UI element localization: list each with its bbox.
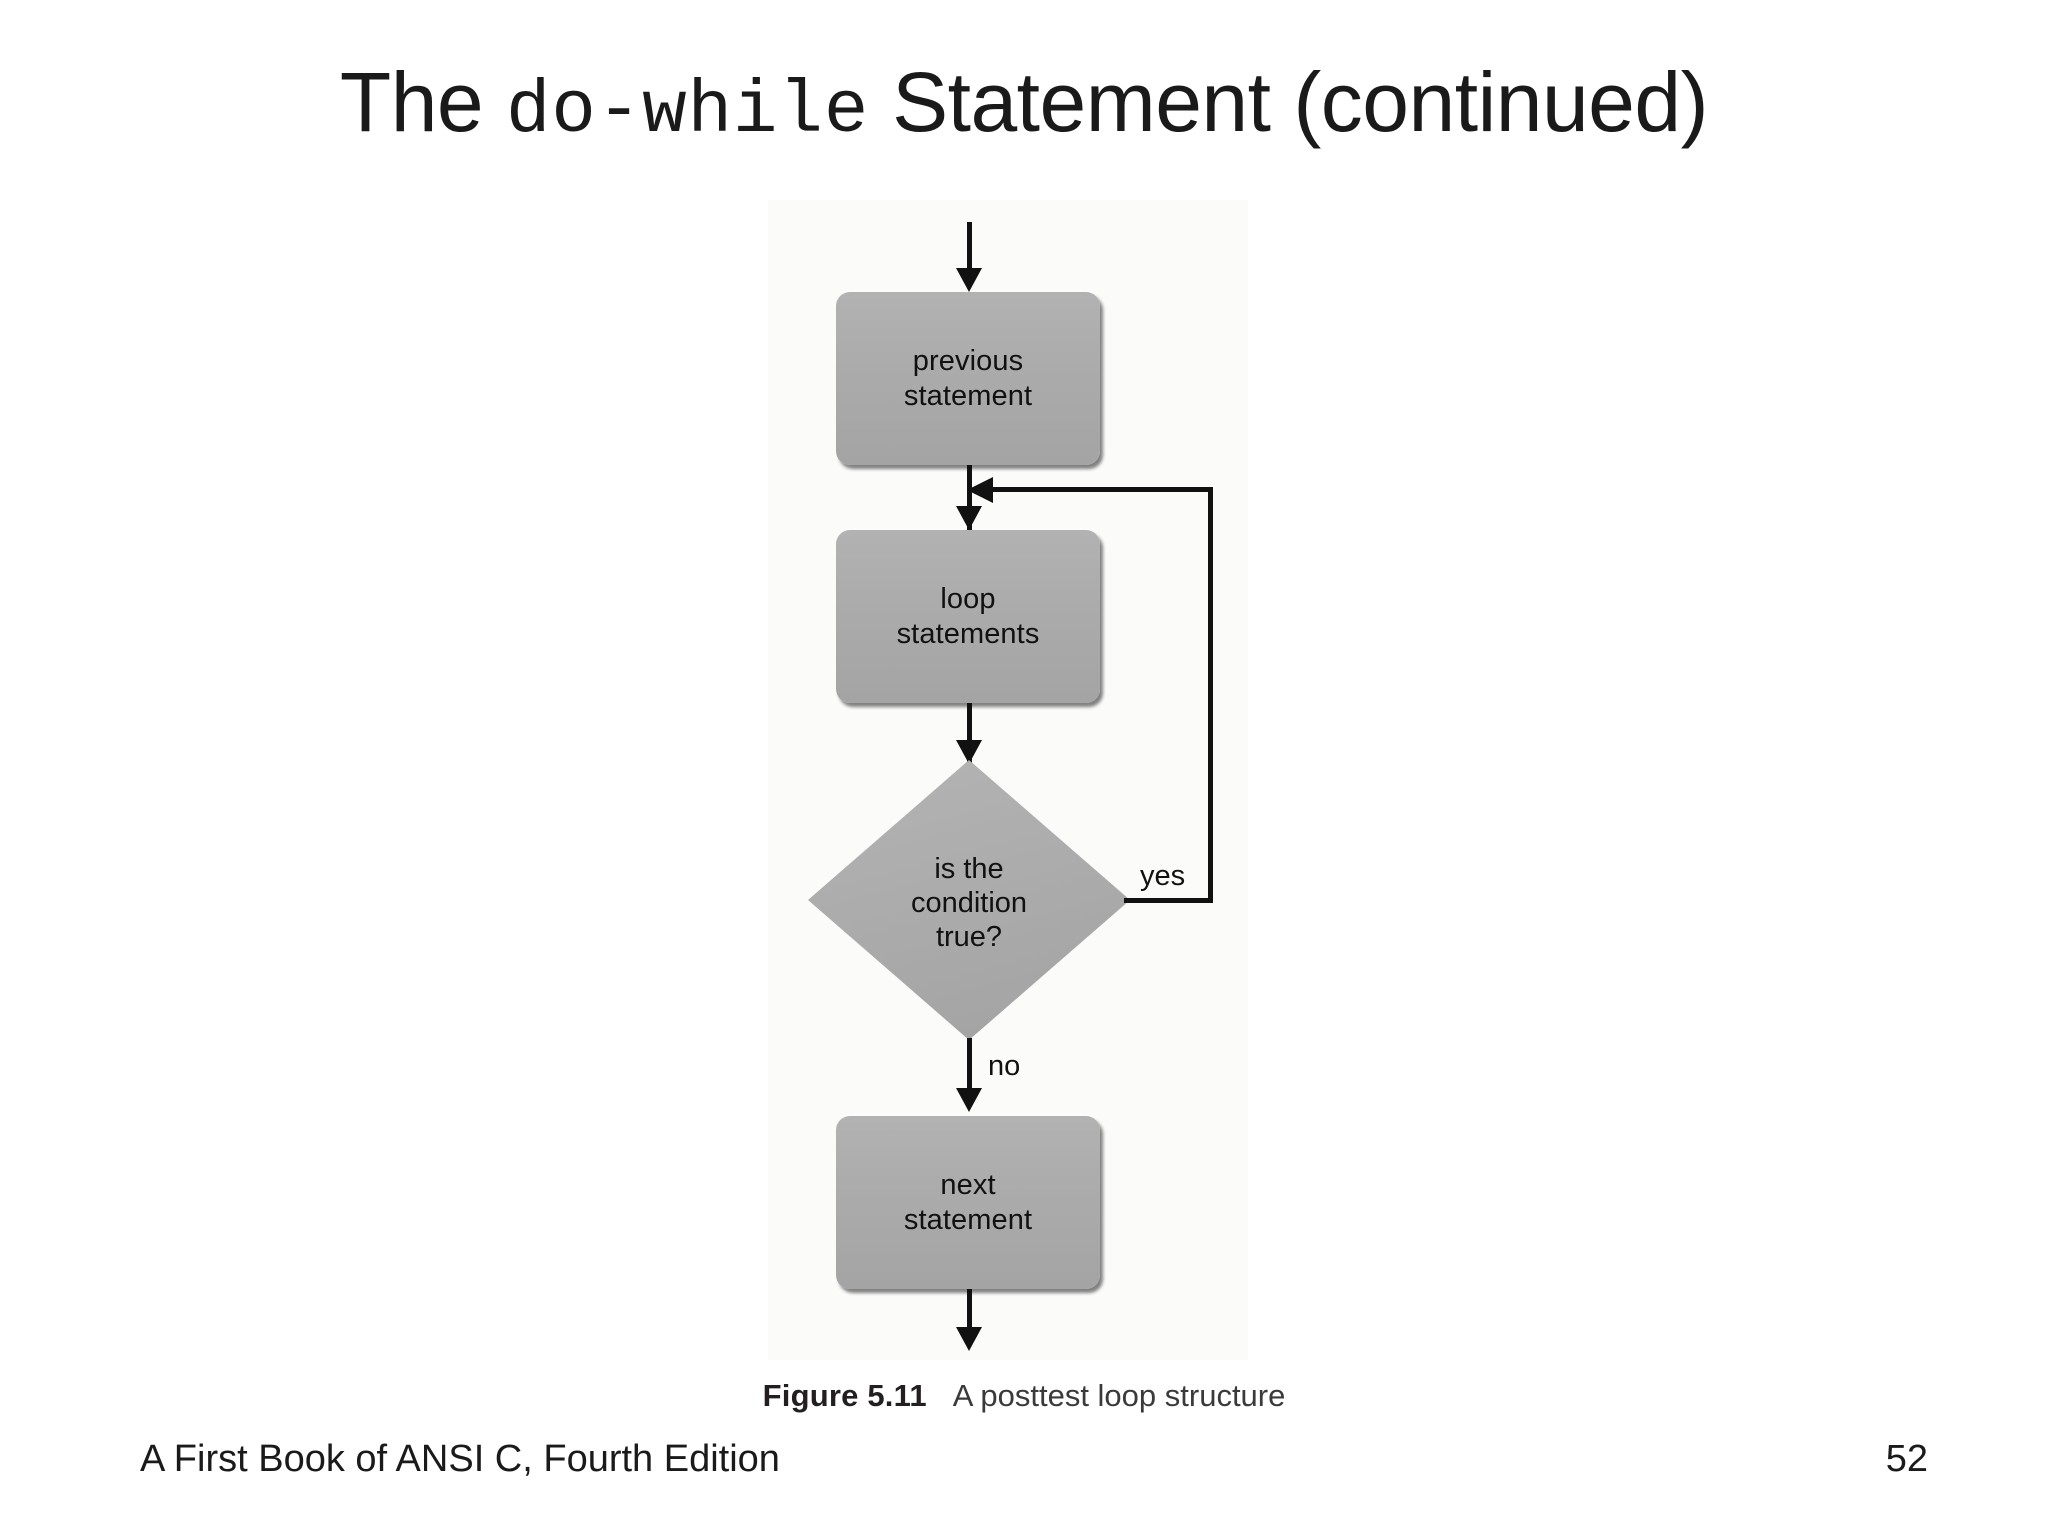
page-title: The do-while Statement (continued) <box>0 58 2048 152</box>
footer-book-title: A First Book of ANSI C, Fourth Edition <box>140 1438 780 1480</box>
figure-caption-text: A posttest loop structure <box>952 1378 1286 1413</box>
figure-caption-number: Figure 5.11 <box>762 1378 927 1413</box>
title-keyword-do-while: do-while <box>506 70 870 154</box>
footer-page-number: 52 <box>1885 1438 1928 1480</box>
figure-caption: Figure 5.11 A posttest loop structure <box>0 1378 2048 1414</box>
figure-background-panel <box>768 200 1248 1360</box>
title-prefix: The <box>339 55 506 149</box>
title-suffix: Statement (continued) <box>869 55 1709 149</box>
